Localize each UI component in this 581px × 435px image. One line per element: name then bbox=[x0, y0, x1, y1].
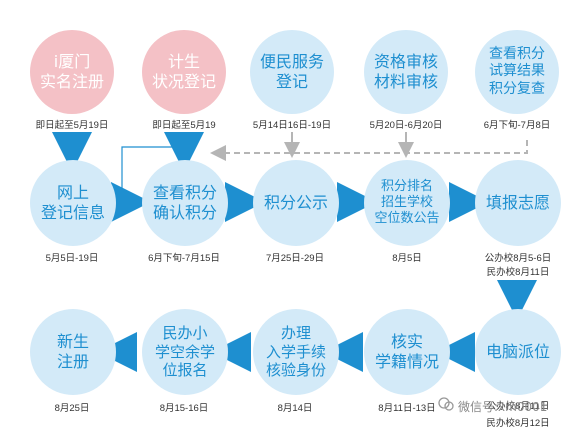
wechat-icon bbox=[438, 397, 454, 411]
date-register: 即日起至5月19日 bbox=[35, 120, 109, 131]
date-assign-private: 民办校8月12日 bbox=[486, 418, 550, 429]
date-private-vacancy: 8月15-16日 bbox=[159, 403, 209, 414]
date-new-student: 8月25日 bbox=[54, 403, 90, 414]
node-assign: 电脑派位 bbox=[475, 309, 561, 395]
date-wish-public: 公办校8月5-6日 bbox=[484, 253, 552, 264]
node-ranking: 积分排名 招生学校 空位数公告 bbox=[364, 160, 450, 246]
dashed-feedback-line bbox=[230, 140, 528, 154]
date-family-plan: 即日起至5月19 bbox=[152, 120, 216, 131]
wechat-watermark: 微信号:xm0001 bbox=[458, 400, 548, 414]
date-assign-public: 公办校8月11日 bbox=[486, 401, 550, 412]
node-confirm: 查看积分 确认积分 bbox=[142, 160, 228, 246]
date-review: 5月20日-6月20日 bbox=[369, 120, 443, 131]
node-private-vacancy: 民办小 学空余学 位报名 bbox=[142, 309, 228, 395]
node-publicity: 积分公示 bbox=[253, 160, 339, 246]
node-enroll: 办理 入学手续 核验身份 bbox=[253, 309, 339, 395]
date-confirm: 6月下旬-7月15日 bbox=[148, 253, 220, 264]
node-review: 资格审核 材料审核 bbox=[364, 30, 448, 114]
date-service: 5月14日16日-19日 bbox=[252, 120, 332, 131]
bracket-online-confirm bbox=[121, 146, 180, 188]
node-register: i厦门 实名注册 bbox=[30, 30, 114, 114]
node-family-plan: 计生 状况登记 bbox=[142, 30, 226, 114]
date-ranking: 8月5日 bbox=[392, 253, 422, 264]
node-verify: 核实 学籍情况 bbox=[364, 309, 450, 395]
node-new-student: 新生 注册 bbox=[30, 309, 116, 395]
date-publicity: 7月25日-29日 bbox=[265, 253, 325, 264]
node-wish: 填报志愿 bbox=[475, 160, 561, 246]
date-enroll: 8月14日 bbox=[277, 403, 313, 414]
date-wish-private: 民办校8月11日 bbox=[486, 267, 550, 278]
date-check-score: 6月下旬-7月8日 bbox=[483, 120, 551, 131]
node-check-score: 查看积分 试算结果 积分复查 bbox=[475, 30, 559, 114]
node-online: 网上 登记信息 bbox=[30, 160, 116, 246]
node-service: 便民服务 登记 bbox=[250, 30, 334, 114]
date-online: 5月5日-19日 bbox=[45, 253, 99, 264]
date-verify: 8月11日-13日 bbox=[378, 403, 436, 414]
